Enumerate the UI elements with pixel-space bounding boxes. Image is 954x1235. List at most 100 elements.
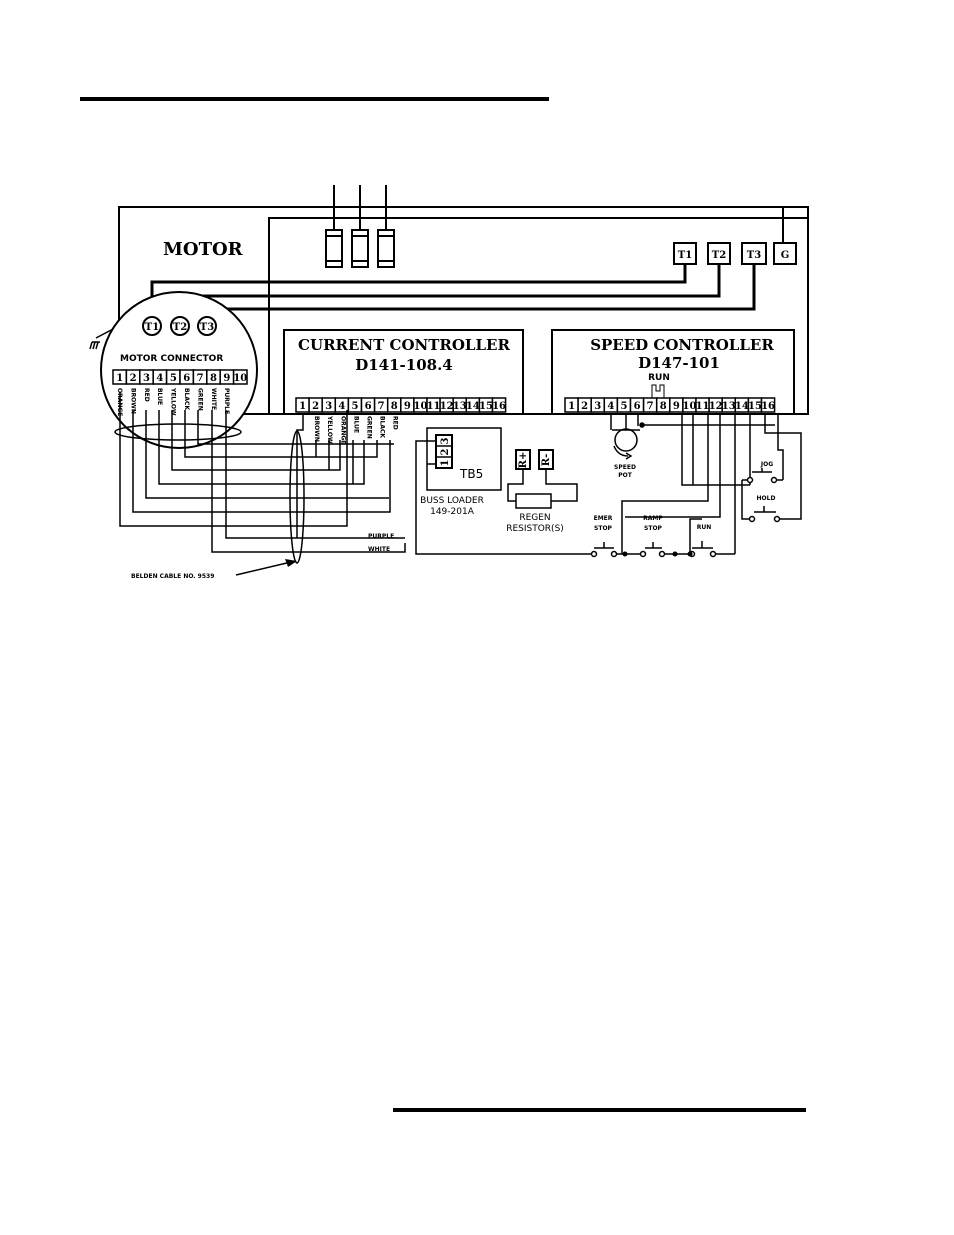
motor-pin-wire-label: PURPLE xyxy=(223,388,230,414)
motor-pin-wire-label: RED xyxy=(143,388,150,402)
cc-terminal-number: 13 xyxy=(453,401,467,412)
drive-terminal-g: G xyxy=(781,250,790,261)
cc-terminal-number: 15 xyxy=(479,401,493,412)
cable-purple-label: PURPLE xyxy=(368,533,394,540)
buss-loader-model: 149-201A xyxy=(430,507,475,517)
hold-label: HOLD xyxy=(757,495,776,502)
sc-terminal-number: 5 xyxy=(620,401,627,412)
sc-terminal-number: 8 xyxy=(660,401,667,412)
cc-terminal-number: 6 xyxy=(365,401,372,412)
sc-terminal-number: 15 xyxy=(748,401,762,412)
cc-terminal-number: 10 xyxy=(413,401,427,412)
motor-pin-number: 9 xyxy=(223,373,230,384)
belden-cable-label: BELDEN CABLE NO. 9539 xyxy=(131,573,214,580)
cc-terminal-wire-label: ORANGE xyxy=(339,416,346,444)
sc-terminal-number: 14 xyxy=(735,401,749,412)
current-controller-title: CURRENT CONTROLLER xyxy=(298,336,510,354)
run-switch-label: RUN xyxy=(697,524,712,531)
motor-pin-number: 1 xyxy=(116,373,123,384)
drive-terminal-t3: T3 xyxy=(747,250,761,261)
cc-terminal-number: 2 xyxy=(312,401,319,412)
cc-terminal-cell xyxy=(491,397,507,413)
motor-pin-wire-label: YELLOW xyxy=(170,387,177,416)
regen-label: REGEN xyxy=(519,513,550,523)
cable-white-label: WHITE xyxy=(368,546,390,553)
run-switch-icon xyxy=(687,518,735,558)
jog-switch-icon xyxy=(746,468,783,484)
phase-wires xyxy=(150,264,756,317)
drive-enclosure xyxy=(268,217,809,415)
run-jumper xyxy=(651,384,665,398)
motor-phase-t1: T1 xyxy=(145,322,159,333)
motor-phase-t2: T2 xyxy=(173,322,187,333)
motor-phase-terminals: T1 T2 T3 xyxy=(142,316,217,336)
speed-pot-label: SPEED xyxy=(614,464,636,471)
jog-label: JOG xyxy=(760,461,773,468)
sc-terminal-number: 7 xyxy=(647,401,654,412)
sc-terminal-number: 1 xyxy=(568,401,575,412)
tb5-terminal-2: 2 xyxy=(440,448,451,455)
cc-terminal-number: 11 xyxy=(427,401,441,412)
cable-bundle-ellipse-2 xyxy=(289,430,305,564)
sc-terminal-number: 6 xyxy=(634,401,641,412)
tb5-label: TB5 xyxy=(459,467,483,481)
speed-controller-model: D147-101 xyxy=(638,354,720,372)
cc-terminal-number: 5 xyxy=(351,401,358,412)
cc-terminal-number: 8 xyxy=(391,401,398,412)
sc-terminal-number: 12 xyxy=(709,401,723,412)
current-controller-model: D141-108.4 xyxy=(355,356,453,374)
motor-pin-number: 4 xyxy=(156,373,163,384)
cc-terminal-wire-label: BROWN xyxy=(313,416,320,442)
sc-terminal-number: 10 xyxy=(682,401,696,412)
motor-label: MOTOR xyxy=(163,239,244,260)
motor-pin-wire-label: GREEN xyxy=(196,388,203,411)
cc-terminal-number: 14 xyxy=(466,401,480,412)
sc-terminal-number: 2 xyxy=(581,401,588,412)
cc-terminal-number: 12 xyxy=(440,401,454,412)
regen-terminal-minus: R- xyxy=(541,454,552,466)
emer-stop-label-2: STOP xyxy=(594,525,613,532)
cc-terminal-wire-label: RED xyxy=(392,416,399,430)
cc-terminal-wire-label: BLACK xyxy=(379,416,386,438)
buss-loader-wiring xyxy=(415,440,592,555)
ramp-stop-label-2: STOP xyxy=(644,525,663,532)
belden-cable-arrow xyxy=(235,561,292,576)
emer-stop-label: EMER xyxy=(594,515,613,522)
emer-stop-switch-icon xyxy=(590,542,640,558)
hold-switch-icon xyxy=(748,506,781,523)
cc-terminal-wire-label: GREEN xyxy=(366,416,373,439)
tb5-terminal-3: 3 xyxy=(440,437,451,444)
ramp-stop-switch-icon xyxy=(639,542,690,558)
ramp-stop-label: RAMP xyxy=(643,515,663,522)
motor-phase-t3: T3 xyxy=(200,322,214,333)
speed-pot-label-2: POT xyxy=(618,472,632,479)
drive-terminal-t1: T1 xyxy=(678,250,692,261)
motor-pin-wire-label: BROWN xyxy=(129,388,136,414)
regen-terminal-plus: R+ xyxy=(518,452,529,469)
belden-arrowhead-icon xyxy=(285,559,297,567)
cc-terminal-number: 4 xyxy=(338,401,345,412)
tb5-strip xyxy=(435,434,453,469)
motor-pin-number: 2 xyxy=(130,373,137,384)
motor-pin-wire-label: BLACK xyxy=(183,388,190,410)
cable-bundle-ellipse-1 xyxy=(114,423,242,441)
cc-terminal-number: 3 xyxy=(325,401,332,412)
sc-terminal-number: 3 xyxy=(594,401,601,412)
cc-terminal-number: 1 xyxy=(299,401,306,412)
sc-terminal-number: 4 xyxy=(607,401,614,412)
tb5-terminal-1: 1 xyxy=(440,460,451,467)
cc-terminal-number: 16 xyxy=(492,401,506,412)
sc-terminal-number: 9 xyxy=(673,401,680,412)
drive-terminal-t2: T2 xyxy=(712,250,726,261)
cc-terminal-wire-label: YELLOW xyxy=(326,415,333,444)
cc-terminal-number: 7 xyxy=(378,401,385,412)
cc-terminal-number: 9 xyxy=(404,401,411,412)
regen-resistor-label: RESISTOR(S) xyxy=(506,524,564,534)
motor-connector-label: MOTOR CONNECTOR xyxy=(120,354,223,364)
motor-pin-number: 3 xyxy=(143,373,150,384)
sc-terminal-number: 16 xyxy=(761,401,775,412)
